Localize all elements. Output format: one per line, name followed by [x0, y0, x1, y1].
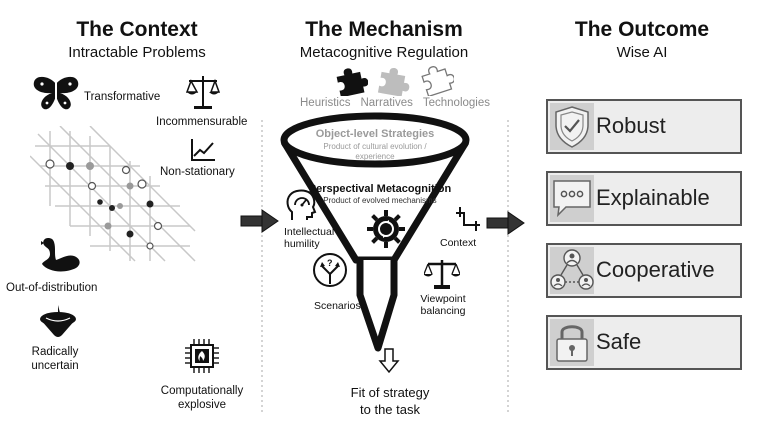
head-gauge-icon [286, 189, 317, 220]
arrow-right-icon [240, 209, 279, 233]
viewpoint-balancing-label: Viewpoint balancing [420, 293, 466, 317]
out-of-distribution-label: Out-of-distribution [6, 282, 98, 294]
cooperative-label: Cooperative [596, 257, 715, 282]
speech-bubble-icon [550, 175, 594, 222]
outcome-card-explainable: Explainable [546, 171, 742, 226]
context-icon [456, 207, 480, 231]
fit-of-strategy-label: Fit of strategy to the task [350, 385, 430, 417]
context-subtitle: Intractable Problems [68, 44, 206, 61]
outcome-subtitle: Wise AI [616, 44, 668, 61]
puzzle-piece-gray-icon [377, 67, 410, 96]
perspectival-title: Perspectival Metacognition [308, 183, 452, 195]
dot-grid-graphic [30, 126, 196, 262]
spinning-top-icon [40, 305, 76, 337]
context-title: The Context [76, 18, 198, 41]
explainable-label: Explainable [596, 185, 710, 210]
scales-icon [186, 76, 220, 109]
transformative-label: Transformative [84, 91, 161, 103]
arrow-right-icon [486, 211, 525, 235]
outcome-card-cooperative: Cooperative [546, 243, 742, 298]
input-technologies: Technologies [422, 97, 490, 109]
mechanism-inputs: Heuristics Narratives Technologies [300, 97, 490, 109]
black-swan-icon [41, 238, 80, 272]
incommensurable-label: Incommensurable [156, 116, 248, 128]
funnel-graphic [280, 112, 470, 352]
input-heuristics: Heuristics [300, 97, 351, 109]
puzzle-piece-outline-icon [421, 66, 454, 96]
scenarios-icon: ? [313, 253, 347, 287]
object-level-desc: Product of cultural evolution / experien… [323, 142, 427, 161]
radically-uncertain-label: Radically uncertain [31, 346, 79, 372]
outcome-card-safe: Safe [546, 315, 742, 370]
intellectual-humility-label: Intellectual humility [284, 226, 335, 250]
mechanism-subtitle: Metacognitive Regulation [299, 44, 469, 61]
network-people-icon [550, 247, 594, 294]
outcome-title: The Outcome [574, 18, 710, 41]
padlock-icon [550, 319, 594, 366]
input-narratives: Narratives [360, 97, 413, 109]
outcome-card-robust: Robust [546, 99, 742, 154]
balance-scale-icon [424, 260, 460, 289]
puzzle-piece-dark-icon [336, 68, 368, 96]
scenarios-label: Scenarios [314, 300, 361, 312]
context-label: Context [440, 237, 477, 249]
robust-label: Robust [596, 113, 666, 138]
gear-cycle-icon [367, 210, 405, 248]
non-stationary-label: Non-stationary [160, 166, 235, 178]
perspectival-desc: Product of evolved mechanisms [323, 196, 437, 205]
butterfly-icon [33, 76, 79, 110]
svg-text:?: ? [327, 258, 333, 268]
computationally-explosive-label: Computationally explosive [160, 385, 244, 411]
shield-check-icon [550, 103, 594, 150]
object-level-title: Object-level Strategies [315, 128, 435, 140]
mechanism-title: The Mechanism [305, 18, 463, 41]
arrow-down-icon [378, 348, 400, 374]
safe-label: Safe [596, 329, 642, 354]
trend-chart-icon [191, 139, 215, 161]
cpu-chip-icon [185, 339, 219, 373]
